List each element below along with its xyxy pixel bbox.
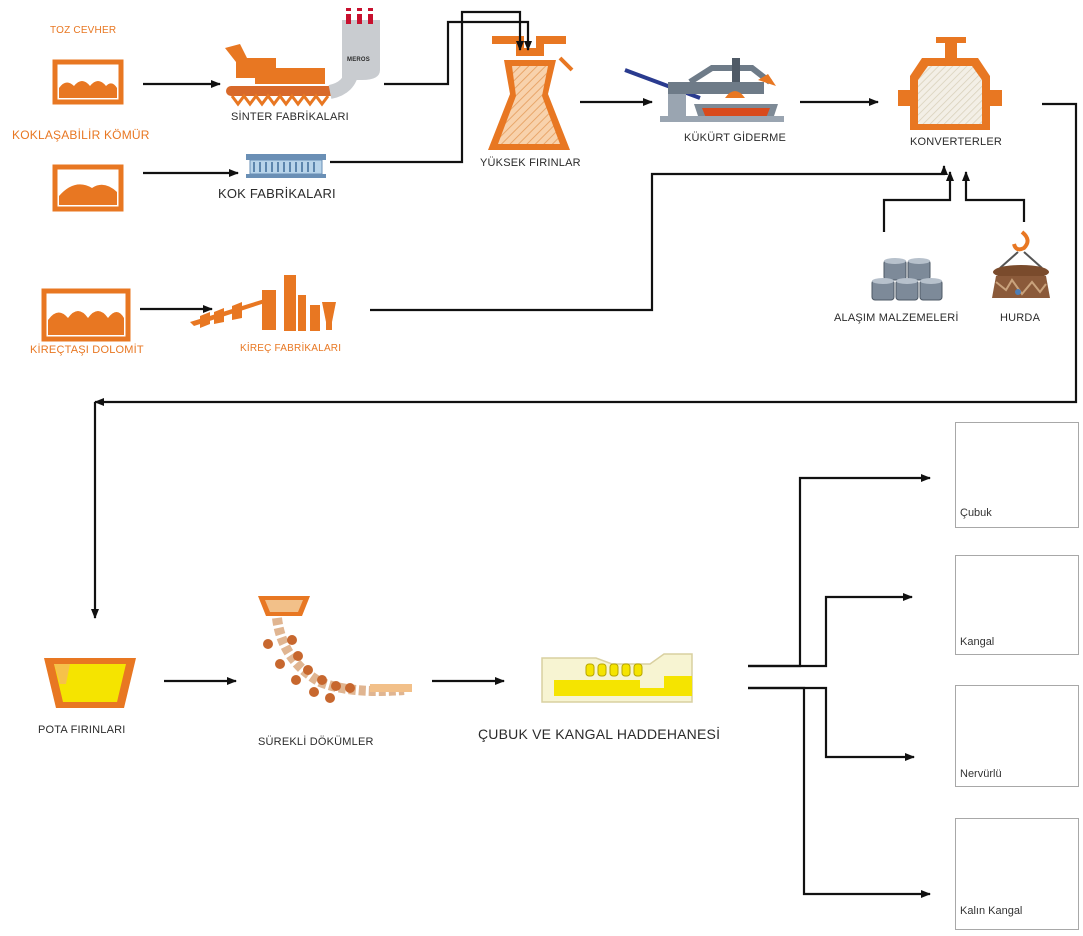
kangal-box: Kangal (955, 555, 1079, 655)
kalin-kangal-box: Kalın Kangal (955, 818, 1079, 930)
yuksek-firinlar-label: YÜKSEK FIRINLAR (480, 157, 581, 169)
konverter-icon (898, 40, 1002, 130)
kukurt-giderme-label: KÜKÜRT GİDERME (684, 132, 786, 144)
surekli-dokum-icon (258, 596, 412, 703)
sinter-plant-icon (225, 8, 380, 104)
pota-label: POTA FIRINLARI (38, 724, 126, 736)
toz-cevher-icon (55, 62, 121, 102)
kukurt-giderme-icon (625, 58, 784, 122)
kirec-plant-icon (190, 275, 336, 331)
toz-cevher-label: TOZ CEVHER (50, 25, 116, 36)
haddehane-icon (542, 654, 692, 702)
hurda-icon (992, 232, 1050, 298)
kalin-kangal-label: Kalın Kangal (960, 905, 1022, 917)
kangal-label: Kangal (960, 636, 994, 648)
konverterler-label: KONVERTERLER (910, 136, 1002, 148)
kirectasi-dolomit-icon (44, 291, 128, 339)
yuksek-firin-icon (488, 40, 572, 150)
kirec-label: KİREÇ FABRİKALARI (240, 343, 341, 354)
nervurlu-box: Nervürlü (955, 685, 1079, 787)
koklasabilir-komur-icon (55, 167, 121, 209)
kirectasi-dolomit-label: KİREÇTAŞI DOLOMİT (30, 344, 144, 356)
nervurlu-label: Nervürlü (960, 768, 1002, 780)
sinter-label: SİNTER FABRİKALARI (231, 111, 349, 123)
kok-label: KOK FABRİKALARI (218, 186, 336, 201)
hurda-label: HURDA (1000, 312, 1040, 324)
surekli-label: SÜREKLİ DÖKÜMLER (258, 736, 374, 748)
koklasabilir-komur-label: KOKLAŞABİLİR KÖMÜR (12, 128, 150, 142)
haddehane-label: ÇUBUK VE KANGAL HADDEHANESİ (478, 726, 720, 742)
kok-plant-icon (246, 154, 326, 178)
meros-label: MEROS (347, 57, 370, 63)
alasim-label: ALAŞIM MALZEMELERİ (834, 312, 959, 324)
alasim-malzemeleri-icon (872, 258, 942, 300)
cubuk-label: Çubuk (960, 507, 992, 519)
pota-firini-icon (44, 658, 136, 708)
cubuk-box: Çubuk (955, 422, 1079, 528)
